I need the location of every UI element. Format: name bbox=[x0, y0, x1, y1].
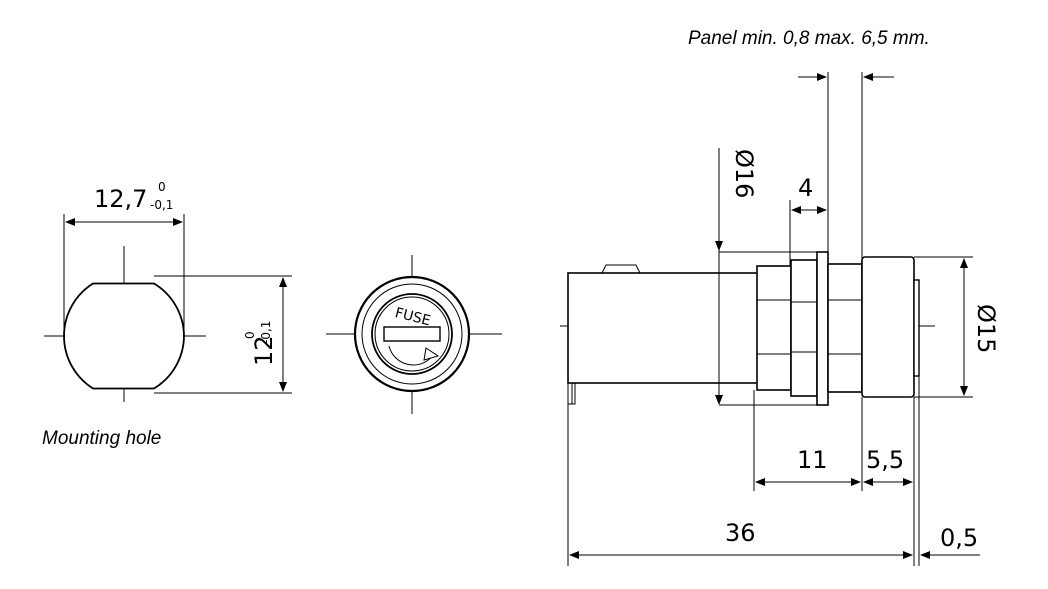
front-ring-inner-edge bbox=[361, 283, 463, 385]
mounting-hole-caption: Mounting hole bbox=[42, 428, 161, 449]
rear-body bbox=[567, 272, 761, 384]
side-view: Ø16 4 Ø15 11 5,5 36 0,5 bbox=[560, 72, 1000, 566]
rotation-arc bbox=[388, 345, 435, 366]
washer bbox=[816, 251, 829, 406]
hex-nut bbox=[790, 259, 818, 397]
dim0-5-label: 0,5 bbox=[940, 524, 978, 552]
threaded-sleeve bbox=[756, 265, 792, 391]
front-view: FUSE bbox=[326, 255, 502, 414]
panel-thickness-note: Panel min. 0,8 max. 6,5 mm. bbox=[688, 28, 930, 49]
hole-height-tolerance-upper: 0 bbox=[243, 331, 257, 339]
front-cap-inner-edge bbox=[374, 296, 450, 372]
mounting-hole-outline bbox=[63, 282, 185, 390]
dim5-5-label: 5,5 bbox=[866, 446, 904, 474]
dia16-label: Ø16 bbox=[730, 149, 758, 198]
hole-width-tolerance-lower: -0,1 bbox=[150, 198, 173, 212]
dim4-label: 4 bbox=[798, 174, 813, 202]
dia15-label: Ø15 bbox=[972, 304, 1000, 353]
front-sleeve bbox=[827, 263, 863, 393]
hole-height-label: 12 bbox=[250, 335, 278, 366]
hole-width-tolerance-upper: 0 bbox=[158, 180, 166, 194]
hole-width-label: 12,7 bbox=[94, 185, 147, 213]
front-cap-side bbox=[861, 256, 915, 398]
mounting-hole-view: 12,7 0 -0,1 12 0 -0,1 Mounting hole bbox=[42, 180, 292, 449]
screwdriver-slot bbox=[383, 326, 441, 342]
dim36-label: 36 bbox=[725, 519, 756, 547]
dim11-label: 11 bbox=[797, 446, 828, 474]
knurled-face bbox=[913, 279, 920, 377]
rotation-arrow-icon bbox=[423, 347, 440, 361]
top-solder-lug bbox=[601, 264, 641, 274]
hole-height-tolerance-lower: -0,1 bbox=[259, 321, 273, 344]
